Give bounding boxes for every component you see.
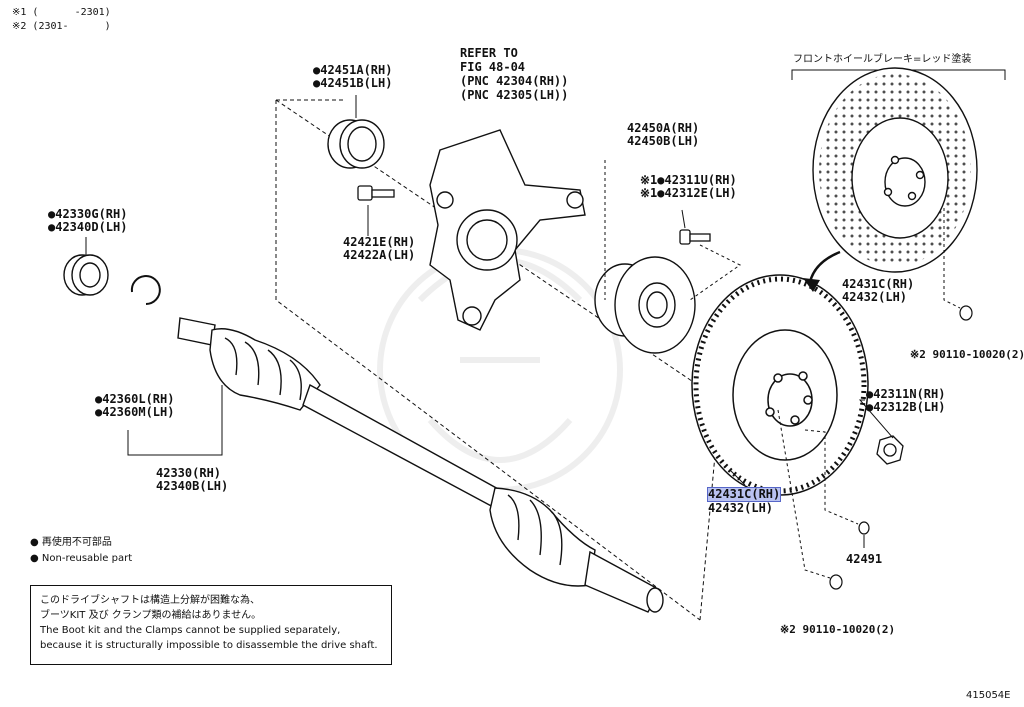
hub-assembly xyxy=(594,256,696,354)
part-label-screw-bottom[interactable]: ※2 90110-10020(2) xyxy=(780,623,896,636)
part-label-screw-top[interactable]: ※2 90110-10020(2) xyxy=(910,348,1024,361)
applicability-note-2: ※2 (2301- ) xyxy=(12,21,111,32)
part-label-bolt-rh[interactable]: 42421E(RH) xyxy=(343,235,416,249)
disc-screw-bottom xyxy=(829,574,843,590)
part-label-disc-lh[interactable]: 42432(LH) xyxy=(708,501,774,515)
refer-line-1: REFER TO xyxy=(460,46,518,60)
notice-jp-1: このドライブシャフトは構造上分解が困難な為、 xyxy=(40,595,260,606)
part-label-hubbolt-rh[interactable]: ※1●42311U(RH) xyxy=(640,173,737,187)
replacement-arrow-head xyxy=(803,278,820,292)
figure-id: 415054E xyxy=(966,690,1011,701)
circlip-part xyxy=(130,275,161,305)
refer-line-4: (PNC 42305(LH)) xyxy=(460,88,569,102)
part-label-hub-rh[interactable]: 42450A(RH) xyxy=(627,121,700,135)
part-label-seal-lh[interactable]: ●42340D(LH) xyxy=(48,220,128,234)
part-label-drilled-disc-lh[interactable]: 42432(LH) xyxy=(842,290,908,304)
knuckle-bolt xyxy=(357,185,395,201)
supply-notice: このドライブシャフトは構造上分解が困難な為、 ブーツKIT 及び クランプ類の補… xyxy=(30,585,392,665)
part-label-nut-rh[interactable]: ●42311N(RH) xyxy=(866,387,946,401)
refer-line-3: (PNC 42304(RH)) xyxy=(460,74,569,88)
notice-jp-2: ブーツKIT 及び クランプ類の補給はありません。 xyxy=(40,610,262,621)
label-leaders xyxy=(85,95,894,548)
leader-lines xyxy=(604,160,961,579)
part-label-disc-rh[interactable]: 42431C(RH) xyxy=(706,487,782,502)
part-label-seal-rh[interactable]: ●42330G(RH) xyxy=(48,207,128,221)
part-label-shaft-rh[interactable]: 42330(RH) xyxy=(156,466,222,480)
replacement-arrow xyxy=(808,250,841,283)
notice-en-2: because it is structurally impossible to… xyxy=(40,640,378,651)
part-label-clip-rh[interactable]: ●42360L(RH) xyxy=(95,392,175,406)
pin-part xyxy=(858,521,870,535)
hub-bolt xyxy=(679,229,711,245)
refer-line-2: FIG 48-04 xyxy=(460,60,526,74)
bearing-part xyxy=(327,119,385,169)
steering-knuckle xyxy=(429,129,586,331)
part-label-shaft-lh[interactable]: 42340B(LH) xyxy=(156,479,229,493)
legend-jp: ● 再使用不可部品 xyxy=(30,537,112,548)
notice-en-1: The Boot kit and the Clamps cannot be su… xyxy=(40,625,341,636)
drive-shaft xyxy=(177,317,664,613)
seal-part xyxy=(63,254,109,296)
legend-en: ● Non-reusable part xyxy=(30,553,133,564)
wheel-nut xyxy=(876,435,904,465)
part-label-bearing-lh[interactable]: ●42451B(LH) xyxy=(313,76,393,90)
part-label-pin[interactable]: 42491 xyxy=(846,552,883,566)
part-label-nut-lh[interactable]: ●42312B(LH) xyxy=(866,400,946,414)
disc-screw-top xyxy=(959,305,973,321)
brake-disc xyxy=(691,274,869,496)
part-label-hub-lh[interactable]: 42450B(LH) xyxy=(627,134,700,148)
disc-caption-jp: フロントホイールブレーキ=レッド塗装 xyxy=(793,54,972,65)
part-label-hubbolt-lh[interactable]: ※1●42312E(LH) xyxy=(640,186,737,200)
part-label-drilled-disc-rh[interactable]: 42431C(RH) xyxy=(842,277,915,291)
part-label-bolt-lh[interactable]: 42422A(LH) xyxy=(343,248,416,262)
drilled-brake-disc xyxy=(812,67,978,273)
part-label-clip-lh[interactable]: ●42360M(LH) xyxy=(95,405,175,419)
applicability-note-1: ※1 ( -2301) xyxy=(12,7,111,18)
part-label-bearing-rh[interactable]: ●42451A(RH) xyxy=(313,63,393,77)
